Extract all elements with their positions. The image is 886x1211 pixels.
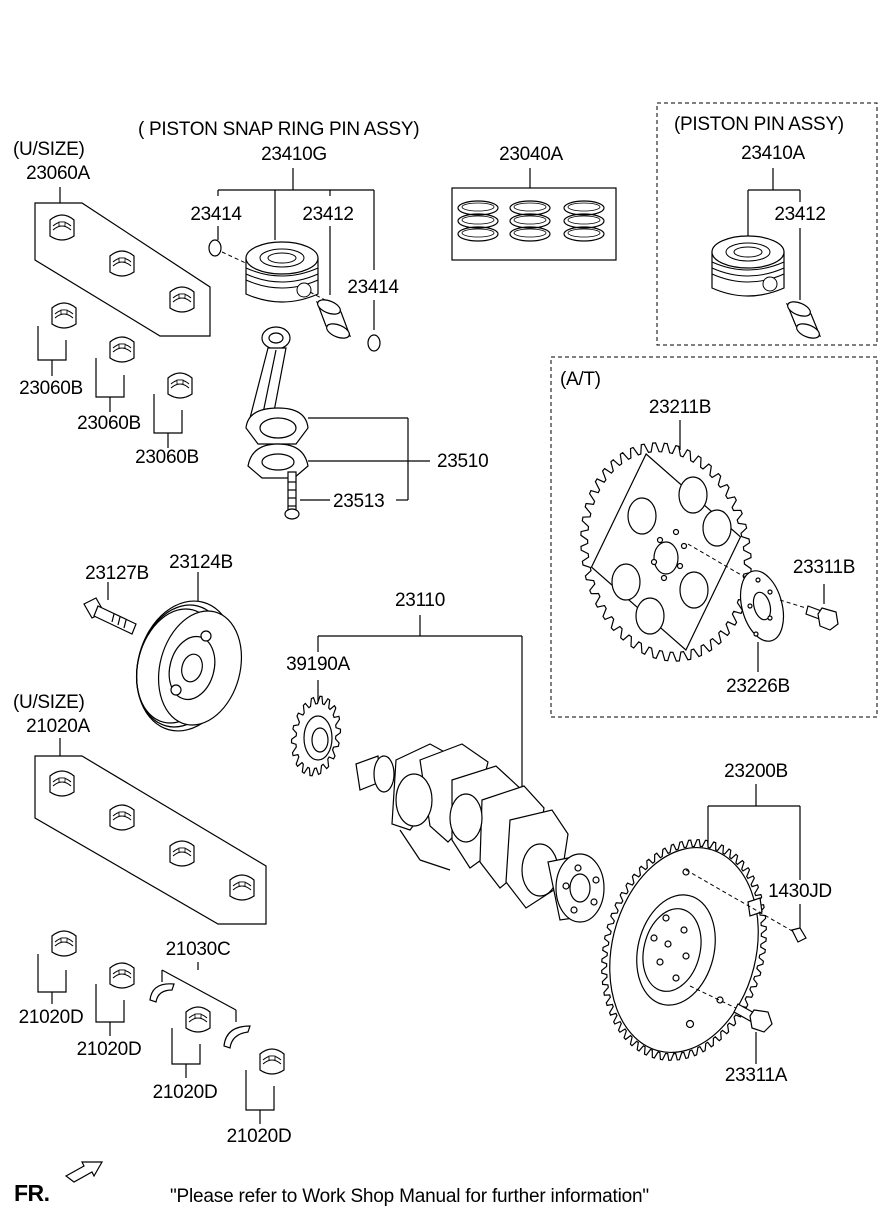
connecting-rod xyxy=(245,326,309,520)
label-piston-snap-ring-pin-assy: ( PISTON SNAP RING PIN ASSY) xyxy=(138,119,420,140)
label-23412-right: 23412 xyxy=(774,204,826,225)
label-23110: 23110 xyxy=(395,590,445,611)
front-arrow-icon xyxy=(64,1161,104,1183)
piston-ring-set xyxy=(451,168,617,261)
label-23311B: 23311B xyxy=(792,557,856,578)
flywheel-bolt xyxy=(733,1003,773,1033)
piston-pin-assy-group xyxy=(656,102,878,346)
piston xyxy=(245,241,319,303)
lower-bearing-set xyxy=(34,738,285,1124)
label-23211B: 23211B xyxy=(648,397,712,418)
label-23414-left: 23414 xyxy=(190,204,242,225)
label-usize-upper: (U/SIZE) xyxy=(13,139,85,160)
label-23410A: 23410A xyxy=(741,143,805,164)
at-flexplate-group xyxy=(550,356,878,718)
thrust-washer-2 xyxy=(223,1025,251,1049)
label-23510: 23510 xyxy=(437,451,489,472)
piston-snap-ring-pin-assy-group xyxy=(208,168,381,352)
label-39190A: 39190A xyxy=(286,654,350,675)
label-23060B-2: 23060B xyxy=(77,413,141,434)
label-23060B-3: 23060B xyxy=(135,447,199,468)
footer-note: "Please refer to Work Shop Manual for fu… xyxy=(170,1186,649,1207)
upper-bearing-set xyxy=(34,187,211,448)
dowel-pin xyxy=(791,927,807,943)
label-23060B-1: 23060B xyxy=(19,378,83,399)
label-21020D-1: 21020D xyxy=(18,1007,84,1028)
crankshaft-sprocket xyxy=(290,695,342,777)
pulley-bolt xyxy=(83,597,137,635)
label-23412-left: 23412 xyxy=(302,204,354,225)
label-23124B: 23124B xyxy=(169,552,233,573)
snap-ring-left xyxy=(208,239,222,257)
label-23200B: 23200B xyxy=(724,761,788,782)
thrust-washer-1 xyxy=(149,983,175,1003)
label-usize-lower: (U/SIZE) xyxy=(13,692,85,713)
crankshaft-pulley xyxy=(83,572,243,732)
label-23226B: 23226B xyxy=(726,676,790,697)
piston-pin xyxy=(315,299,352,339)
snap-ring-right xyxy=(367,334,381,352)
label-23060A: 23060A xyxy=(26,163,90,184)
label-21020D-4: 21020D xyxy=(226,1126,292,1147)
label-21030C: 21030C xyxy=(165,939,231,960)
label-23513: 23513 xyxy=(333,491,385,512)
label-piston-pin-assy: (PISTON PIN ASSY) xyxy=(674,114,844,135)
front-indicator: FR. xyxy=(14,1180,50,1206)
label-at: (A/T) xyxy=(560,369,601,390)
flex-plate-adapter xyxy=(739,570,785,642)
flywheel-group xyxy=(601,784,807,1064)
flex-plate xyxy=(580,442,752,662)
crankshaft xyxy=(317,615,605,923)
flex-plate-bolt xyxy=(805,605,839,631)
label-21020D-3: 21020D xyxy=(152,1082,218,1103)
label-23127B: 23127B xyxy=(85,563,149,584)
label-23410G: 23410G xyxy=(261,144,327,165)
label-21020D-2: 21020D xyxy=(76,1039,142,1060)
flywheel xyxy=(601,839,767,1061)
label-23414-right: 23414 xyxy=(347,277,399,298)
label-23040A: 23040A xyxy=(499,144,563,165)
label-23311A: 23311A xyxy=(724,1065,788,1086)
label-21020A: 21020A xyxy=(26,716,90,737)
label-1430JD: 1430JD xyxy=(768,881,832,902)
